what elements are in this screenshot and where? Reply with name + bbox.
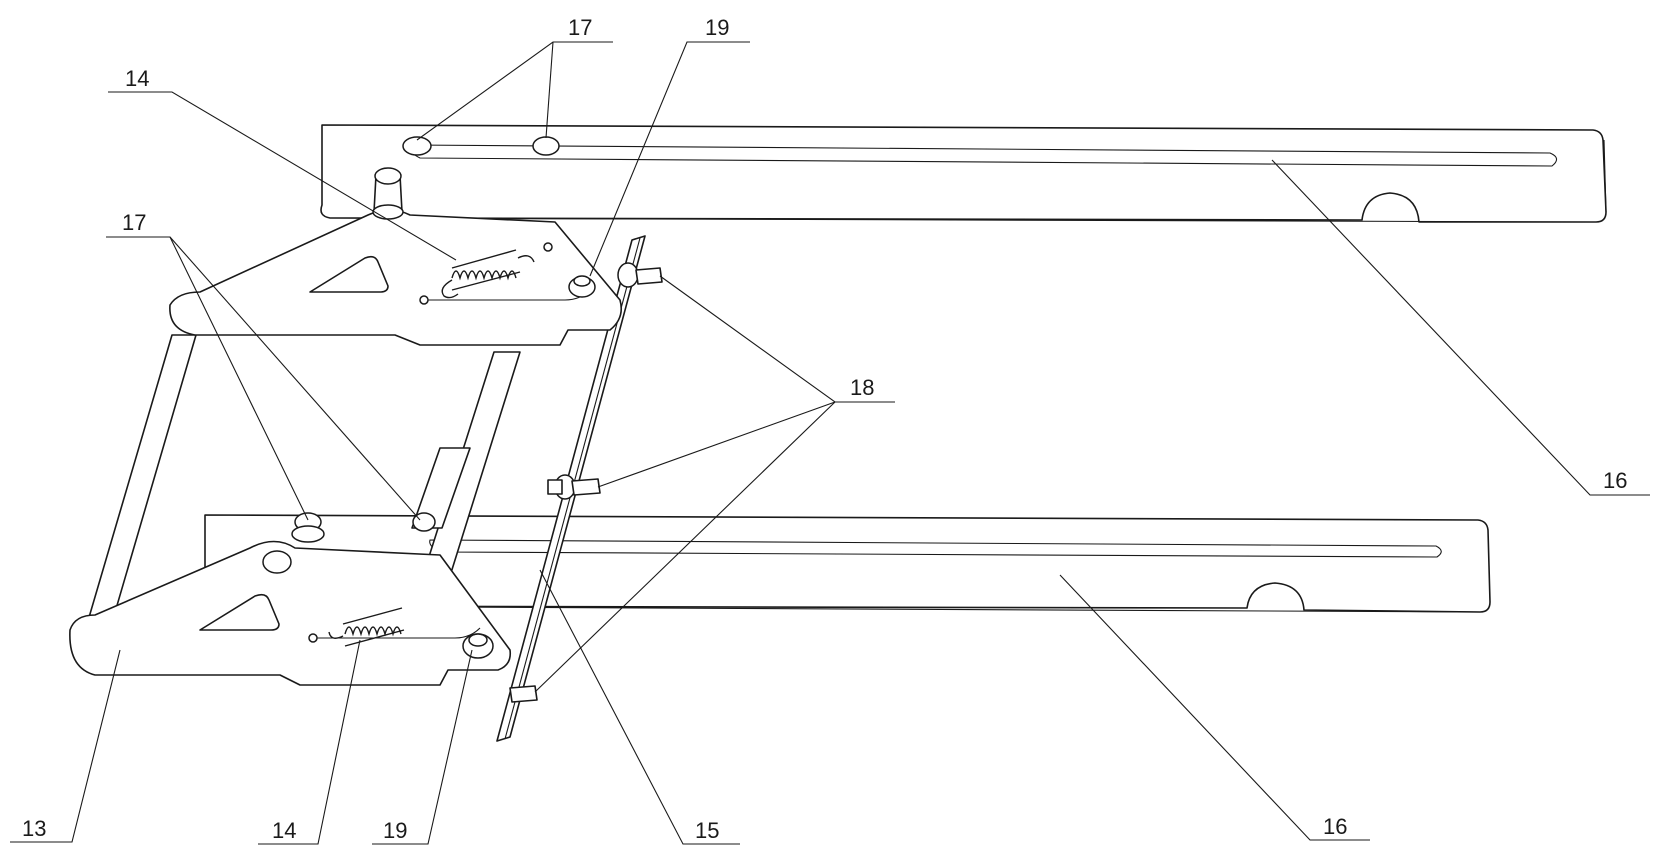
callout-14-top: 14 bbox=[125, 66, 149, 91]
callout-16-bottom: 16 bbox=[1323, 814, 1347, 839]
upper-slotted-rail bbox=[320, 124, 1607, 223]
callout-15: 15 bbox=[695, 818, 719, 843]
callout-14-bottom: 14 bbox=[272, 818, 296, 843]
callout-labels: 17 19 14 17 18 16 13 14 19 15 16 bbox=[22, 15, 1627, 843]
upper-tension-spring bbox=[441, 249, 535, 299]
callout-18: 18 bbox=[850, 375, 874, 400]
callout-13: 13 bbox=[22, 816, 46, 841]
upper-bracket-plate bbox=[169, 209, 623, 346]
lower-bracket-plate bbox=[69, 540, 512, 686]
callout-19-top: 19 bbox=[705, 15, 729, 40]
callout-16-top: 16 bbox=[1603, 468, 1627, 493]
callout-17-top: 17 bbox=[568, 15, 592, 40]
callout-17-left: 17 bbox=[122, 210, 146, 235]
lower-tension-spring bbox=[328, 607, 405, 647]
leader-lines bbox=[10, 41, 1650, 845]
callout-19-bottom: 19 bbox=[383, 818, 407, 843]
